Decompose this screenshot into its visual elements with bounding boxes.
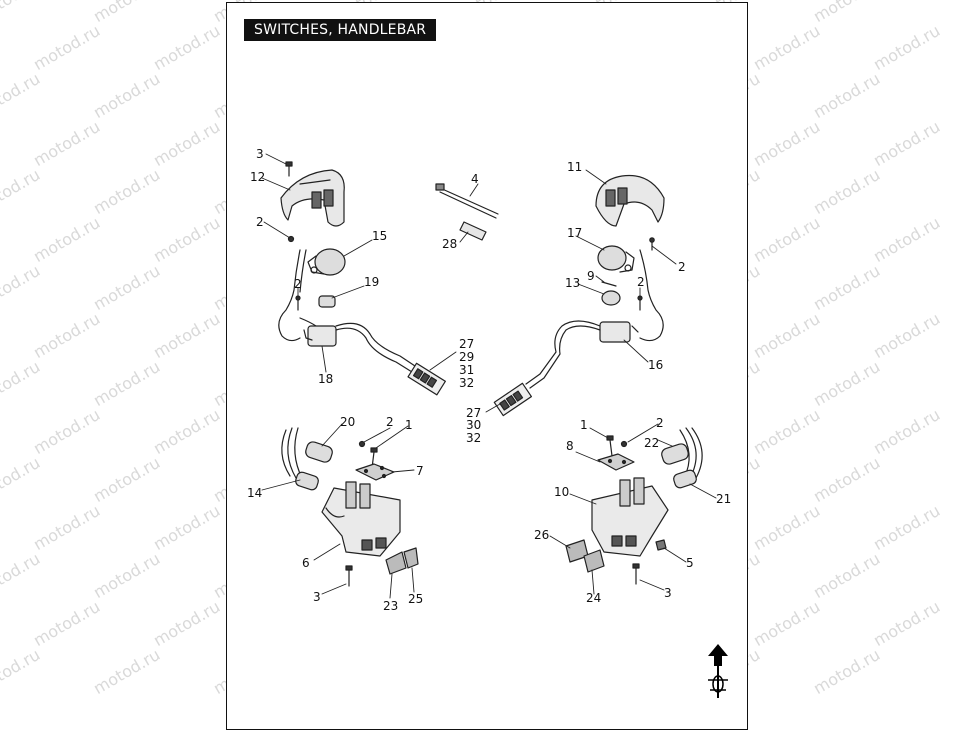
switch-16 — [599, 321, 639, 343]
callout-32-b: 32 — [466, 431, 482, 445]
callout-2-left-top: 2 — [256, 215, 264, 229]
callout-3-lower-left: 3 — [313, 590, 321, 604]
callout-30: 30 — [466, 418, 482, 432]
callout-28: 28 — [442, 237, 458, 251]
switch-22 — [661, 427, 703, 479]
callout-3-top: 3 — [256, 147, 264, 161]
screw-3-lower-left — [345, 565, 353, 587]
callout-27-a: 27 — [459, 337, 475, 351]
callout-19: 19 — [364, 275, 380, 289]
lower-housing-10 — [591, 477, 669, 557]
callout-24: 24 — [586, 591, 602, 605]
screw-3-top — [285, 161, 293, 177]
callout-12: 12 — [250, 170, 266, 184]
callout-26: 26 — [534, 528, 550, 542]
switch-15 — [278, 248, 346, 342]
plate-7 — [355, 463, 395, 481]
callout-2-lower-left: 2 — [386, 415, 394, 429]
callout-29: 29 — [459, 350, 475, 364]
callout-2-lower-right: 2 — [656, 416, 664, 430]
connector-right — [493, 382, 532, 417]
callout-7: 7 — [416, 464, 424, 478]
callout-2-right-top: 2 — [678, 260, 686, 274]
callout-23: 23 — [383, 599, 399, 613]
callout-11: 11 — [567, 160, 583, 174]
callout-9: 9 — [587, 269, 595, 283]
screw-3-lower-right — [632, 563, 640, 585]
callout-2-left-mid: 2 — [294, 277, 302, 291]
switch-cap-24 — [583, 549, 605, 573]
callout-1-left: 1 — [405, 418, 413, 432]
switch-18 — [299, 317, 337, 347]
callout-5: 5 — [686, 556, 694, 570]
connector-left — [407, 362, 446, 396]
callout-20: 20 — [340, 415, 356, 429]
diagram-title: SWITCHES, HANDLEBAR — [244, 19, 437, 41]
callout-25: 25 — [408, 592, 424, 606]
lower-housing-6 — [321, 481, 401, 557]
switch-cap-25 — [403, 547, 419, 569]
switch-housing-cover-12 — [280, 169, 345, 227]
callout-21: 21 — [716, 492, 732, 506]
switch-17 — [597, 245, 664, 342]
callout-2-right-mid: 2 — [637, 275, 645, 289]
callout-31: 31 — [459, 363, 475, 377]
nut-5 — [655, 539, 667, 551]
callout-32-a: 32 — [459, 376, 475, 390]
callout-4: 4 — [471, 172, 479, 186]
switch-housing-cover-11 — [595, 174, 665, 227]
diagram-sheet — [226, 2, 748, 730]
callout-16: 16 — [648, 358, 664, 372]
callout-27-b: 27 — [466, 406, 482, 420]
plate-8 — [597, 453, 635, 471]
callout-22: 22 — [644, 436, 660, 450]
cable-strap-4 — [435, 183, 499, 219]
switch-14 — [295, 471, 319, 491]
screw-1-right — [606, 435, 614, 457]
callout-10: 10 — [554, 485, 570, 499]
callout-15: 15 — [372, 229, 388, 243]
callout-14: 14 — [247, 486, 263, 500]
front-direction-arrow-icon — [708, 644, 728, 698]
switch-cap-23 — [385, 551, 407, 575]
callout-13: 13 — [565, 276, 581, 290]
callout-8: 8 — [566, 439, 574, 453]
callout-1-right: 1 — [580, 418, 588, 432]
switch-21 — [673, 469, 697, 489]
sleeve-28 — [459, 221, 487, 241]
switch-20 — [281, 427, 333, 479]
callout-6: 6 — [302, 556, 310, 570]
callout-3-lower-right: 3 — [664, 586, 672, 600]
callout-18: 18 — [318, 372, 334, 386]
button-13 — [601, 290, 621, 306]
callout-17: 17 — [567, 226, 583, 240]
spring-9 — [601, 281, 617, 287]
